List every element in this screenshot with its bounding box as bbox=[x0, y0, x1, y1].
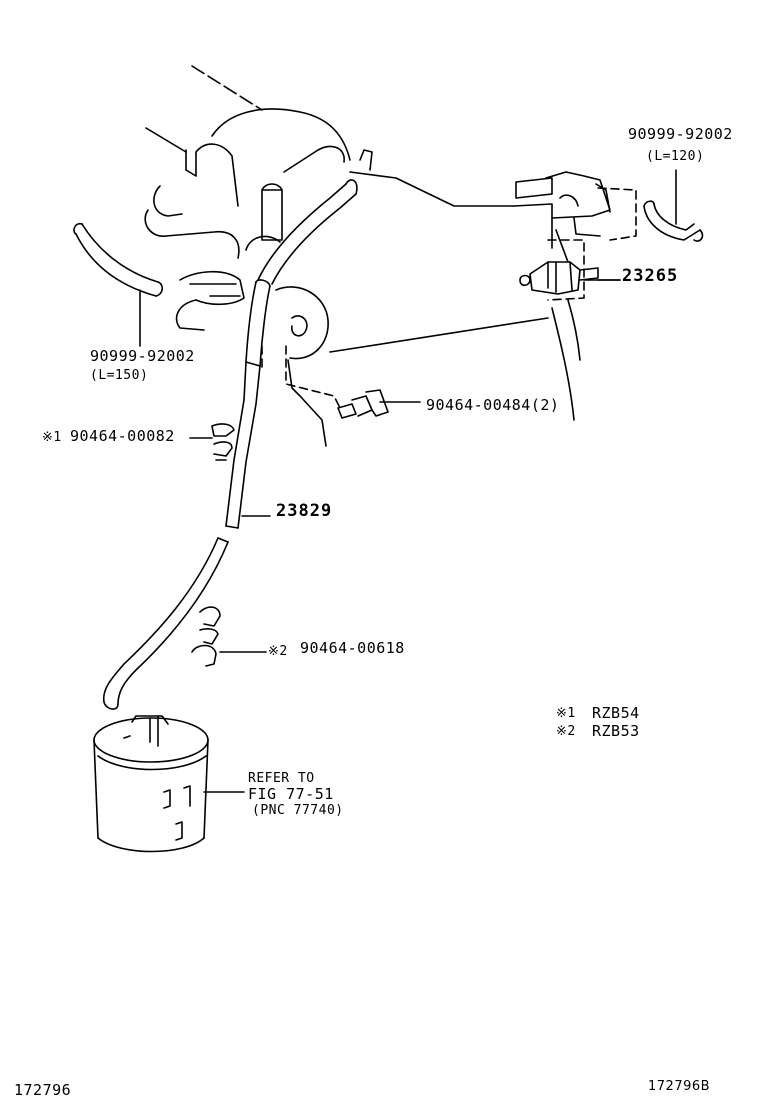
vsv-part-number: 23265 bbox=[622, 266, 679, 286]
legend-1-model: RZB54 bbox=[592, 704, 640, 722]
engine-outline bbox=[144, 65, 637, 447]
hose-left-part-number: 90999-92002 bbox=[90, 347, 195, 365]
hose-top-length: (L=120) bbox=[646, 149, 705, 164]
upper-vacuum-hose bbox=[257, 179, 358, 285]
clamp-1-part-number: 90464-00082 bbox=[70, 427, 175, 445]
legend-1-mark: ※1 bbox=[556, 706, 576, 721]
hose-top-part-number: 90999-92002 bbox=[628, 125, 733, 143]
clamp-2-part-number: 90464-00618 bbox=[300, 639, 405, 657]
canister-shape bbox=[93, 715, 245, 853]
fuel-hose-shape bbox=[102, 279, 271, 710]
fuel-hose-part-number: 23829 bbox=[276, 501, 333, 521]
vsv-shape bbox=[519, 261, 621, 295]
diagram-id-right: 172796B bbox=[648, 1079, 711, 1094]
diagram-id-left: 172796 bbox=[14, 1081, 72, 1099]
hose-top-shape bbox=[643, 169, 704, 242]
legend-2-mark: ※2 bbox=[556, 724, 576, 739]
hose-left-length: (L=150) bbox=[90, 368, 149, 383]
hose-left-shape bbox=[73, 222, 164, 347]
connector-part-number: 90464-00484(2) bbox=[426, 396, 560, 414]
reference-line-3: (PNC 77740) bbox=[252, 803, 344, 818]
legend-2-model: RZB53 bbox=[592, 722, 640, 740]
clamp-1-shape bbox=[189, 423, 235, 461]
clamp-2-mark: ※2 bbox=[268, 644, 288, 659]
reference-line-1: REFER TO bbox=[248, 771, 315, 786]
clamp-1-mark: ※1 bbox=[42, 430, 62, 445]
connector-shape bbox=[337, 389, 421, 419]
reference-line-2: FIG 77-51 bbox=[248, 785, 334, 803]
clamp-2-shape bbox=[191, 606, 267, 667]
